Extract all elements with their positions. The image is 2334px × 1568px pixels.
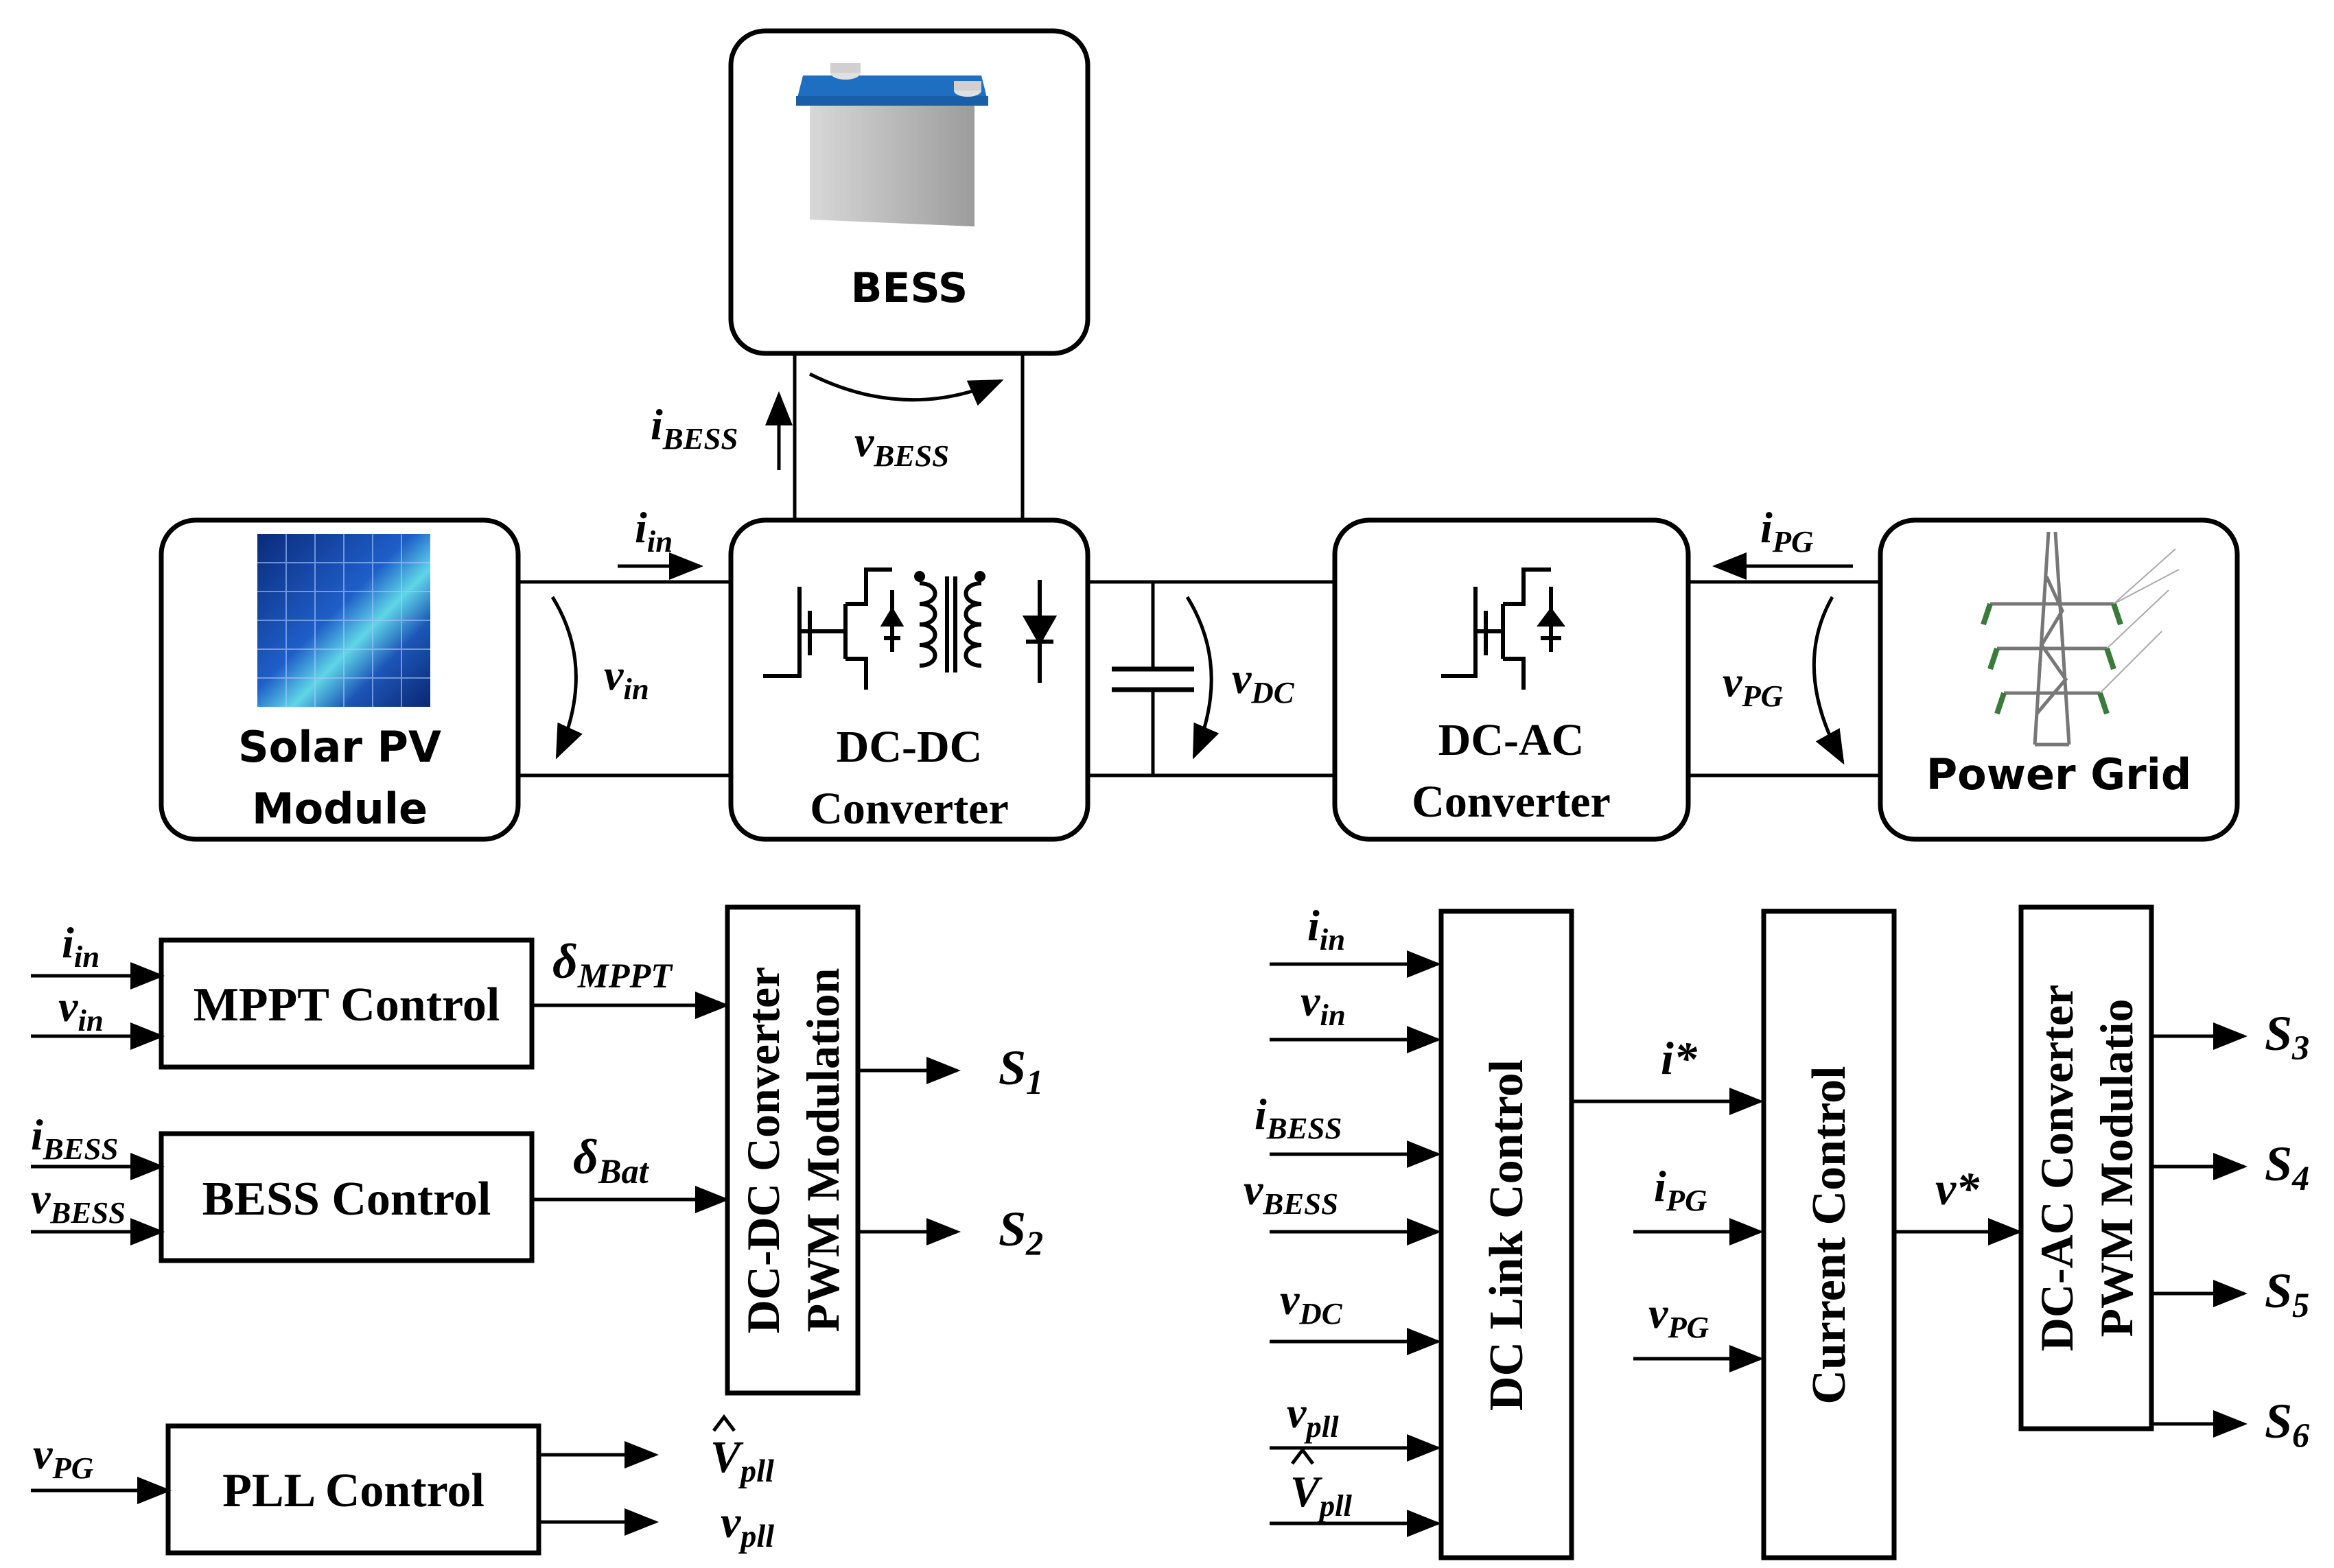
cc-in-i-pg: iPG xyxy=(1654,1162,1707,1217)
v-pg-arrow xyxy=(1812,596,1845,765)
dc-link-capacitor xyxy=(1112,582,1194,775)
mppt-control-block xyxy=(159,937,535,1070)
dc-dc-pwm-line2: PWM Modulation xyxy=(797,968,849,1333)
v-dc-arrow xyxy=(1185,596,1219,760)
dc-ac-pwm-line2: PWM Modulatio xyxy=(2090,999,2143,1337)
power-grid-label: Power Grid xyxy=(1926,749,2192,799)
converter-label: Converter xyxy=(810,784,1009,834)
s1-label: S1 xyxy=(999,1040,1043,1101)
dclink-in-v-dc: vDC xyxy=(1280,1275,1343,1331)
dc-dc-pwm-block xyxy=(725,904,861,1396)
s3-label: S3 xyxy=(2265,1006,2309,1067)
v-pll-out-label: vpll xyxy=(721,1497,774,1554)
solar-pv-block: Solar PV Module xyxy=(159,517,521,842)
dclink-in-i-in: iin xyxy=(1307,901,1345,957)
current-control-label: Current Control xyxy=(1803,1066,1856,1404)
pll-control-label: PLL Control xyxy=(222,1464,485,1517)
transmission-tower-icon xyxy=(1981,531,2180,747)
v-in-arrow xyxy=(550,596,583,760)
dc-link-control-block xyxy=(1438,909,1574,1560)
dc-dc-converter-block: DC-DC Converter xyxy=(728,517,1090,842)
dc-ac-converter-label: Converter xyxy=(1412,777,1611,827)
v-in-label: vin xyxy=(604,651,649,706)
v-bess-arrow xyxy=(808,372,1004,406)
dc-ac-pwm-line1: DC-AC Converter xyxy=(2031,985,2083,1351)
solar-panel-icon xyxy=(257,534,430,707)
dc-ac-pwm-outputs xyxy=(2151,1022,2248,1438)
v-dc-label: vDC xyxy=(1232,654,1295,710)
bess-control-label: BESS Control xyxy=(202,1173,491,1226)
delta-bat-label: δBat xyxy=(573,1130,650,1191)
bess-label: BESS xyxy=(851,264,968,312)
mppt-in1-label: iin xyxy=(62,918,100,974)
dc-ac-label: DC-AC xyxy=(1438,715,1585,765)
v-pg-label: vPG xyxy=(1723,657,1783,713)
dclink-in-i-bess: iBESS xyxy=(1254,1090,1342,1145)
dc-link-inputs xyxy=(1270,950,1441,1537)
dc-dc-pwm-line1: DC-DC Converter xyxy=(737,967,789,1333)
bess-in2-label: vBESS xyxy=(31,1174,126,1230)
mppt-control-label: MPPT Control xyxy=(194,979,500,1031)
i-bess-label: iBESS xyxy=(651,400,738,456)
bess-control-block xyxy=(159,1131,535,1263)
s5-label: S5 xyxy=(2265,1263,2309,1324)
i-in-label: iin xyxy=(635,503,673,559)
v-bess-label: vBESS xyxy=(854,417,949,473)
bess-in1-label: iBESS xyxy=(31,1110,118,1166)
mppt-in2-label: vin xyxy=(58,982,104,1038)
pll-in-label: vPG xyxy=(33,1429,93,1485)
converter-switch-icon xyxy=(763,567,1058,690)
v-hat-pll-out-label: Vpll xyxy=(710,1432,774,1488)
dclink-in-v-hat-pll: Vpll xyxy=(1290,1467,1353,1523)
dclink-in-v-pll: vpll xyxy=(1287,1388,1339,1444)
battery-icon xyxy=(796,63,988,226)
v-star-label: v* xyxy=(1935,1162,1980,1215)
current-control-block xyxy=(1761,909,1897,1560)
dc-dc-label: DC-DC xyxy=(837,722,983,772)
solar-pv-label: Solar PV xyxy=(238,722,441,772)
dclink-in-v-in: vin xyxy=(1300,976,1346,1032)
i-star-label: i* xyxy=(1661,1032,1698,1084)
s6-label: S6 xyxy=(2265,1394,2310,1455)
cc-in-v-pg: vPG xyxy=(1648,1289,1709,1344)
module-label: Module xyxy=(252,784,428,834)
delta-mppt-label: δMPPT xyxy=(552,934,673,995)
dc-link-control-label: DC Link Control xyxy=(1480,1060,1533,1411)
i-pg-label: iPG xyxy=(1760,503,1814,559)
dclink-in-v-bess: vBESS xyxy=(1244,1165,1338,1221)
bess-block: BESS xyxy=(728,28,1090,356)
inverter-switch-icon xyxy=(1441,567,1565,690)
s2-label: S2 xyxy=(999,1202,1043,1263)
power-grid-block: Power Grid xyxy=(1878,517,2240,842)
s4-label: S4 xyxy=(2265,1136,2309,1197)
dc-ac-converter-block: DC-AC Converter xyxy=(1332,517,1691,842)
